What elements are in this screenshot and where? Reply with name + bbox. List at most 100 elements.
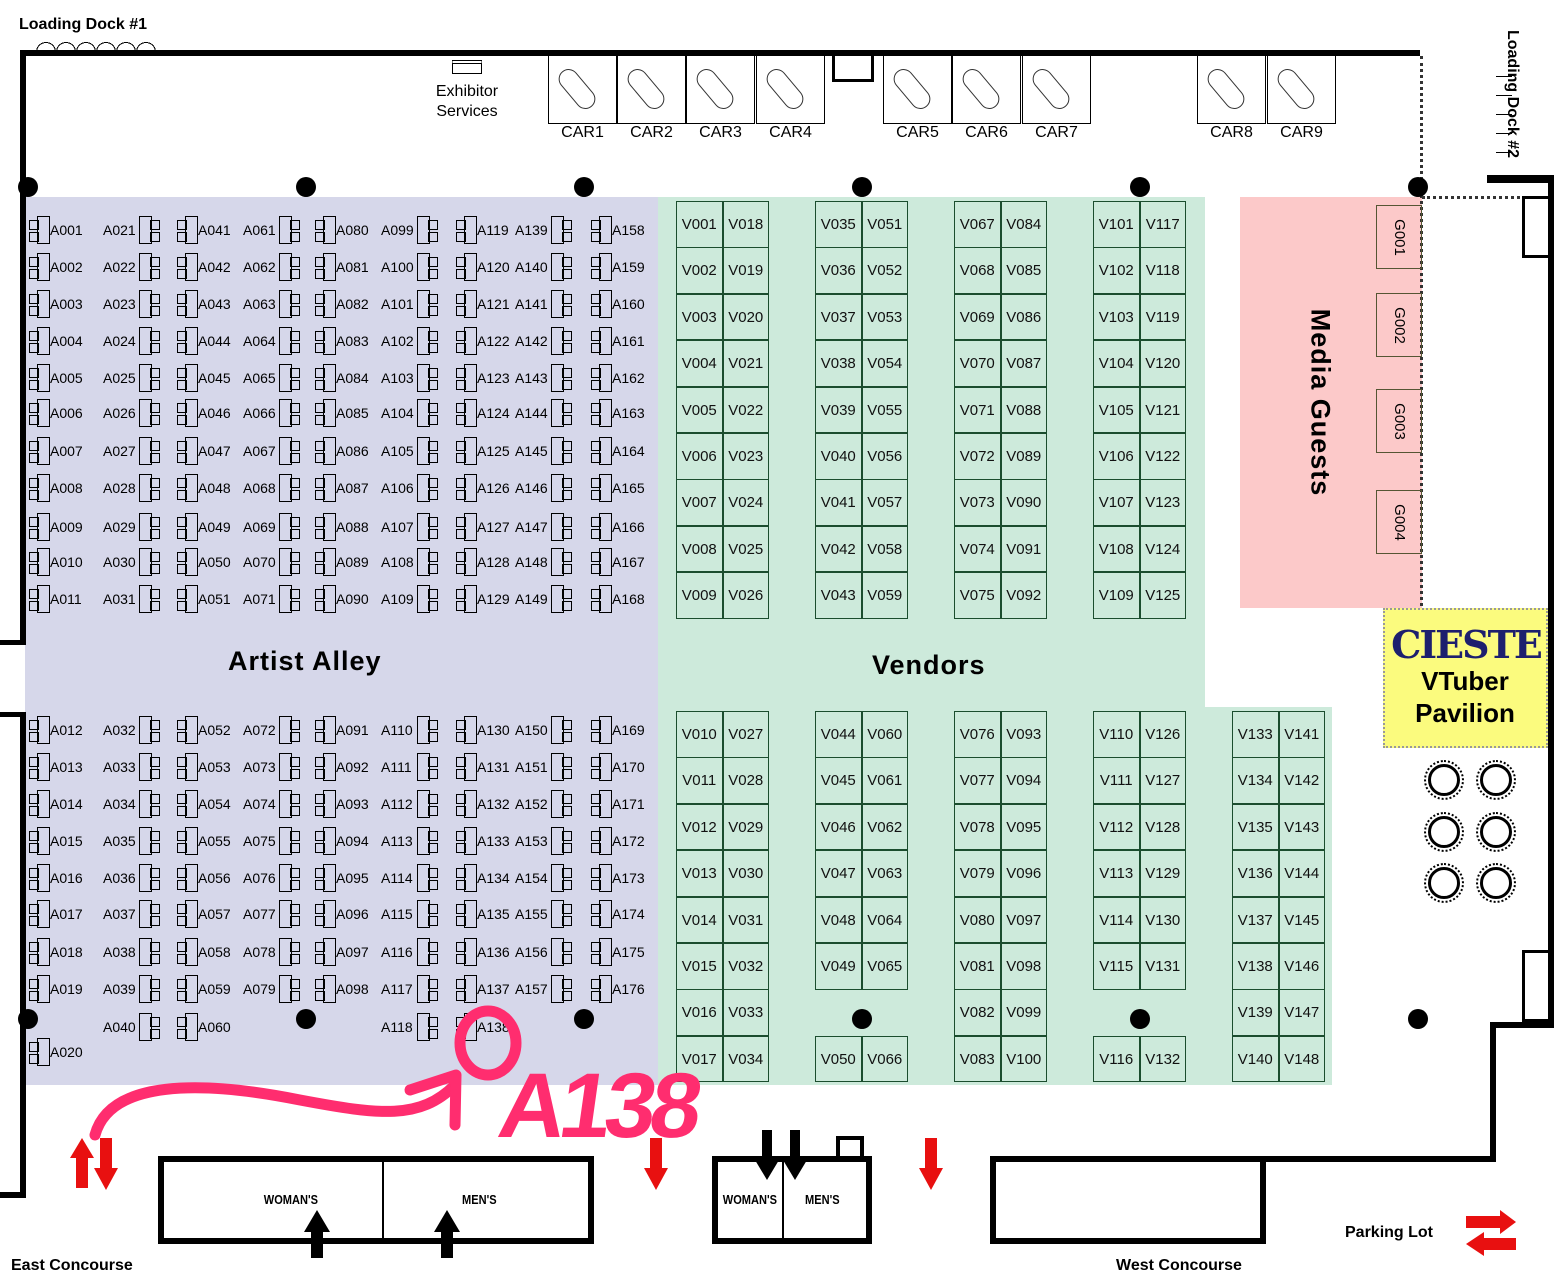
artist-booth-a012[interactable]: A012 xyxy=(50,722,83,738)
vendor-booth-v008[interactable]: V008 xyxy=(676,525,723,573)
artist-booth-a085[interactable]: A085 xyxy=(336,405,369,421)
artist-booth-a027[interactable]: A027 xyxy=(103,443,136,459)
vendor-booth-v066[interactable]: V066 xyxy=(861,1035,908,1083)
artist-booth-a133[interactable]: A133 xyxy=(477,833,510,849)
artist-booth-a062[interactable]: A062 xyxy=(243,259,276,275)
vendor-booth-v095[interactable]: V095 xyxy=(1000,803,1047,851)
artist-booth-a112[interactable]: A112 xyxy=(381,796,413,812)
artist-booth-a018[interactable]: A018 xyxy=(50,944,83,960)
vendor-booth-v061[interactable]: V061 xyxy=(861,757,908,804)
vendor-booth-v123[interactable]: V123 xyxy=(1139,479,1186,526)
vendor-booth-v067[interactable]: V067 xyxy=(954,201,1001,248)
vendor-booth-v003[interactable]: V003 xyxy=(676,293,723,341)
artist-booth-a120[interactable]: A120 xyxy=(477,259,510,275)
vendor-booth-v148[interactable]: V148 xyxy=(1278,1035,1325,1083)
artist-booth-a109[interactable]: A109 xyxy=(381,591,414,607)
vendor-booth-v055[interactable]: V055 xyxy=(861,386,908,434)
artist-booth-a068[interactable]: A068 xyxy=(243,480,276,496)
vendor-booth-v043[interactable]: V043 xyxy=(815,572,862,619)
artist-booth-a075[interactable]: A075 xyxy=(243,833,276,849)
artist-booth-a022[interactable]: A022 xyxy=(103,259,136,275)
artist-booth-a096[interactable]: A096 xyxy=(336,906,369,922)
vendor-booth-v030[interactable]: V030 xyxy=(722,850,769,897)
car-display[interactable] xyxy=(1022,55,1091,124)
artist-booth-a128[interactable]: A128 xyxy=(477,554,510,570)
artist-booth-a066[interactable]: A066 xyxy=(243,405,276,421)
artist-booth-a158[interactable]: A158 xyxy=(612,222,645,238)
vendor-booth-v103[interactable]: V103 xyxy=(1093,293,1140,341)
vendor-booth-v046[interactable]: V046 xyxy=(815,803,862,851)
vendor-booth-v142[interactable]: V142 xyxy=(1278,757,1325,804)
vendor-booth-v075[interactable]: V075 xyxy=(954,572,1001,619)
vendor-booth-v126[interactable]: V126 xyxy=(1139,711,1186,758)
artist-booth-a165[interactable]: A165 xyxy=(612,480,645,496)
car-display[interactable] xyxy=(1267,55,1336,124)
artist-booth-a164[interactable]: A164 xyxy=(612,443,645,459)
vendor-booth-v144[interactable]: V144 xyxy=(1278,850,1325,897)
artist-booth-a129[interactable]: A129 xyxy=(477,591,510,607)
artist-booth-a017[interactable]: A017 xyxy=(50,906,83,922)
vendor-booth-v086[interactable]: V086 xyxy=(1000,293,1047,341)
vendor-booth-v078[interactable]: V078 xyxy=(954,803,1001,851)
vendor-booth-v040[interactable]: V040 xyxy=(815,433,862,480)
artist-booth-a171[interactable]: A171 xyxy=(612,796,645,812)
artist-booth-a060[interactable]: A060 xyxy=(198,1019,231,1035)
artist-booth-a146[interactable]: A146 xyxy=(515,480,548,496)
artist-booth-a137[interactable]: A137 xyxy=(477,981,510,997)
vendor-booth-v041[interactable]: V041 xyxy=(815,479,862,526)
car-display[interactable] xyxy=(883,55,952,124)
artist-booth-a023[interactable]: A023 xyxy=(103,296,136,312)
vendor-booth-v070[interactable]: V070 xyxy=(954,340,1001,387)
artist-booth-a142[interactable]: A142 xyxy=(515,333,548,349)
car-display[interactable] xyxy=(1197,55,1266,124)
vendor-booth-v145[interactable]: V145 xyxy=(1278,896,1325,944)
artist-booth-a167[interactable]: A167 xyxy=(612,554,645,570)
vendor-booth-v106[interactable]: V106 xyxy=(1093,433,1140,480)
artist-booth-a114[interactable]: A114 xyxy=(381,870,413,886)
vendor-booth-v049[interactable]: V049 xyxy=(815,943,862,990)
vendor-booth-v036[interactable]: V036 xyxy=(815,247,862,294)
artist-booth-a103[interactable]: A103 xyxy=(381,370,414,386)
guest-booth[interactable]: G002 xyxy=(1376,293,1422,357)
vendor-booth-v060[interactable]: V060 xyxy=(861,711,908,758)
vendor-booth-v069[interactable]: V069 xyxy=(954,293,1001,341)
vendor-booth-v104[interactable]: V104 xyxy=(1093,340,1140,387)
artist-booth-a006[interactable]: A006 xyxy=(50,405,83,421)
vendor-booth-v014[interactable]: V014 xyxy=(676,896,723,944)
vendor-booth-v018[interactable]: V018 xyxy=(722,201,769,248)
vendor-booth-v048[interactable]: V048 xyxy=(815,896,862,944)
artist-booth-a036[interactable]: A036 xyxy=(103,870,136,886)
artist-booth-a094[interactable]: A094 xyxy=(336,833,369,849)
artist-booth-a101[interactable]: A101 xyxy=(381,296,414,312)
artist-booth-a099[interactable]: A099 xyxy=(381,222,414,238)
artist-booth-a145[interactable]: A145 xyxy=(515,443,548,459)
vendor-booth-v032[interactable]: V032 xyxy=(722,943,769,990)
artist-booth-a028[interactable]: A028 xyxy=(103,480,136,496)
artist-booth-a138[interactable]: A138 xyxy=(477,1019,510,1035)
artist-booth-a032[interactable]: A032 xyxy=(103,722,136,738)
artist-booth-a176[interactable]: A176 xyxy=(612,981,645,997)
vendor-booth-v079[interactable]: V079 xyxy=(954,850,1001,897)
vendor-booth-v111[interactable]: V111 xyxy=(1093,757,1140,804)
artist-booth-a106[interactable]: A106 xyxy=(381,480,414,496)
artist-booth-a140[interactable]: A140 xyxy=(515,259,548,275)
artist-booth-a082[interactable]: A082 xyxy=(336,296,369,312)
vendor-booth-v090[interactable]: V090 xyxy=(1000,479,1047,526)
artist-booth-a079[interactable]: A079 xyxy=(243,981,276,997)
vendor-booth-v129[interactable]: V129 xyxy=(1139,850,1186,897)
artist-booth-a100[interactable]: A100 xyxy=(381,259,414,275)
artist-booth-a076[interactable]: A076 xyxy=(243,870,276,886)
vendor-booth-v127[interactable]: V127 xyxy=(1139,757,1186,804)
vendor-booth-v017[interactable]: V017 xyxy=(676,1035,723,1083)
artist-booth-a115[interactable]: A115 xyxy=(381,906,413,922)
vendor-booth-v072[interactable]: V072 xyxy=(954,433,1001,480)
vendor-booth-v117[interactable]: V117 xyxy=(1139,201,1186,248)
vendor-booth-v042[interactable]: V042 xyxy=(815,525,862,573)
artist-booth-a091[interactable]: A091 xyxy=(336,722,369,738)
vendor-booth-v094[interactable]: V094 xyxy=(1000,757,1047,804)
artist-booth-a157[interactable]: A157 xyxy=(515,981,548,997)
artist-booth-a040[interactable]: A040 xyxy=(103,1019,136,1035)
artist-booth-a104[interactable]: A104 xyxy=(381,405,414,421)
artist-booth-a111[interactable]: A111 xyxy=(381,759,412,775)
vendor-booth-v089[interactable]: V089 xyxy=(1000,433,1047,480)
